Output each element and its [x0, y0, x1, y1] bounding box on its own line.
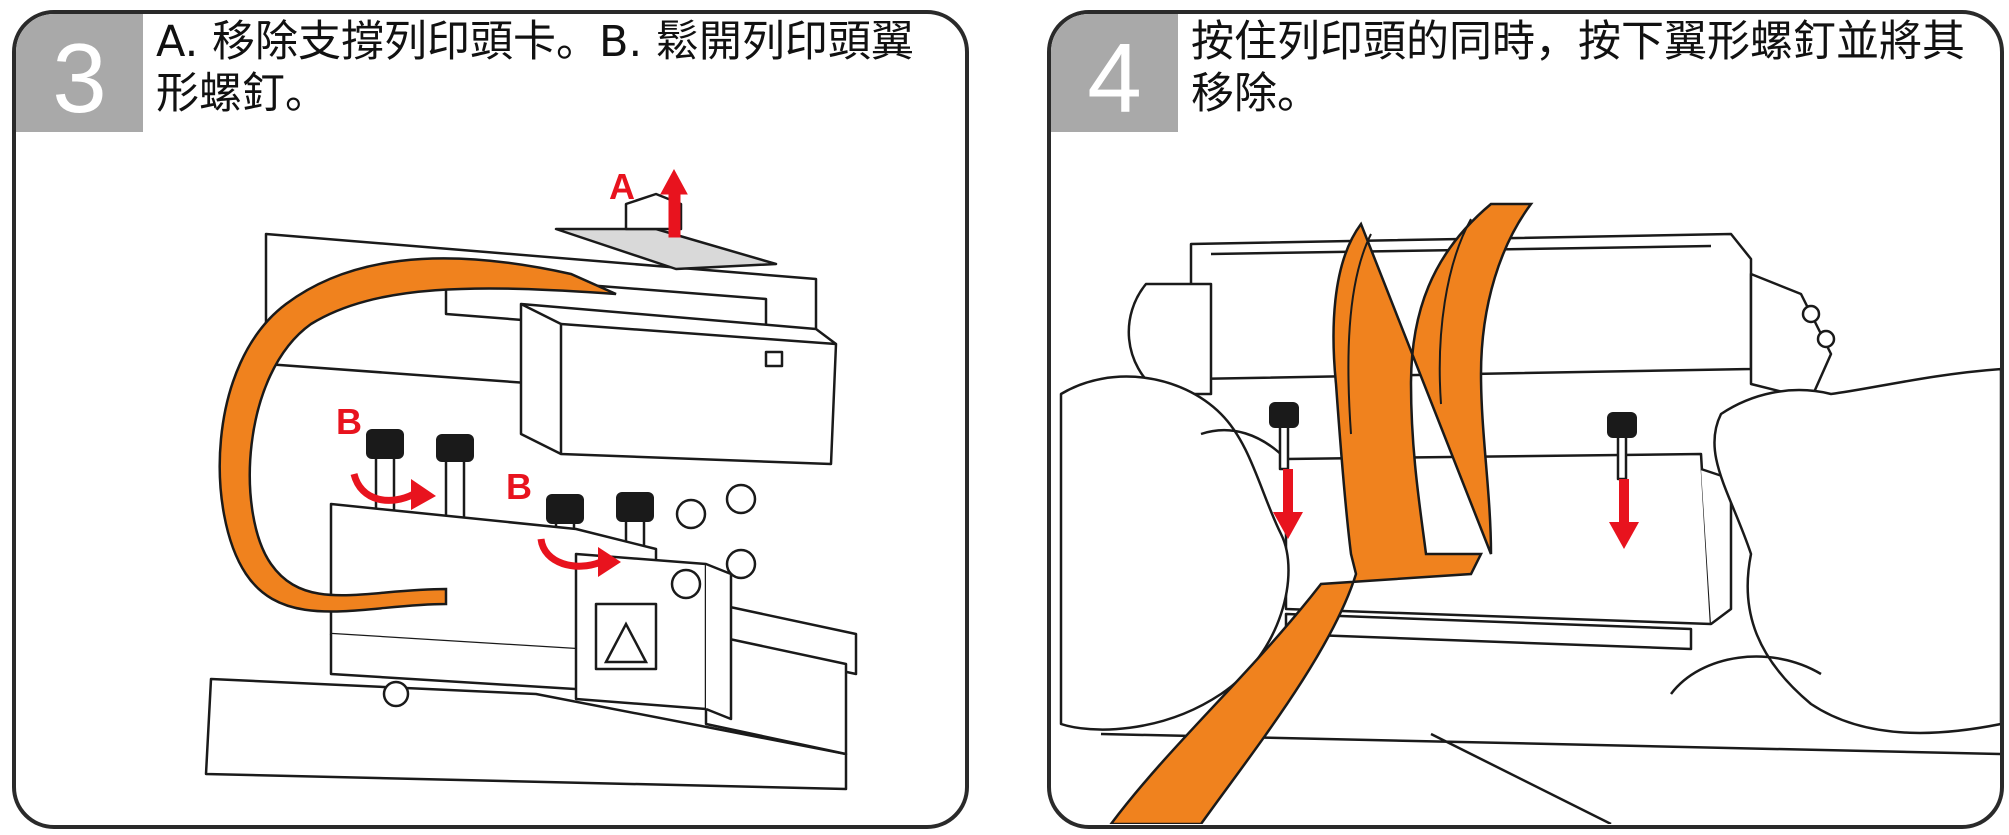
callout-b: B — [336, 401, 362, 442]
step-instruction: A. 移除支撐列印頭卡。B. 鬆開列印頭翼形螺釘。 — [156, 17, 914, 119]
step-number-box: 4 — [1051, 14, 1178, 133]
step-3-panel: 3 A. 移除支撐列印頭卡。B. 鬆開列印頭翼形螺釘。 — [12, 10, 969, 829]
step-number: 3 — [52, 23, 107, 133]
callout-b: B — [506, 466, 532, 507]
remove-thumb-screws-illustration — [1051, 134, 2000, 824]
step-number-box: 3 — [16, 14, 143, 133]
step-4-panel: 4 按住列印頭的同時，按下翼形螺釘並將其移除。 — [1047, 10, 2004, 829]
callout-a: A — [609, 166, 635, 207]
printhead-support-card-illustration: A B B — [16, 134, 965, 824]
step-number: 4 — [1087, 23, 1142, 133]
step-instruction: 按住列印頭的同時，按下翼形螺釘並將其移除。 — [1191, 17, 1965, 119]
